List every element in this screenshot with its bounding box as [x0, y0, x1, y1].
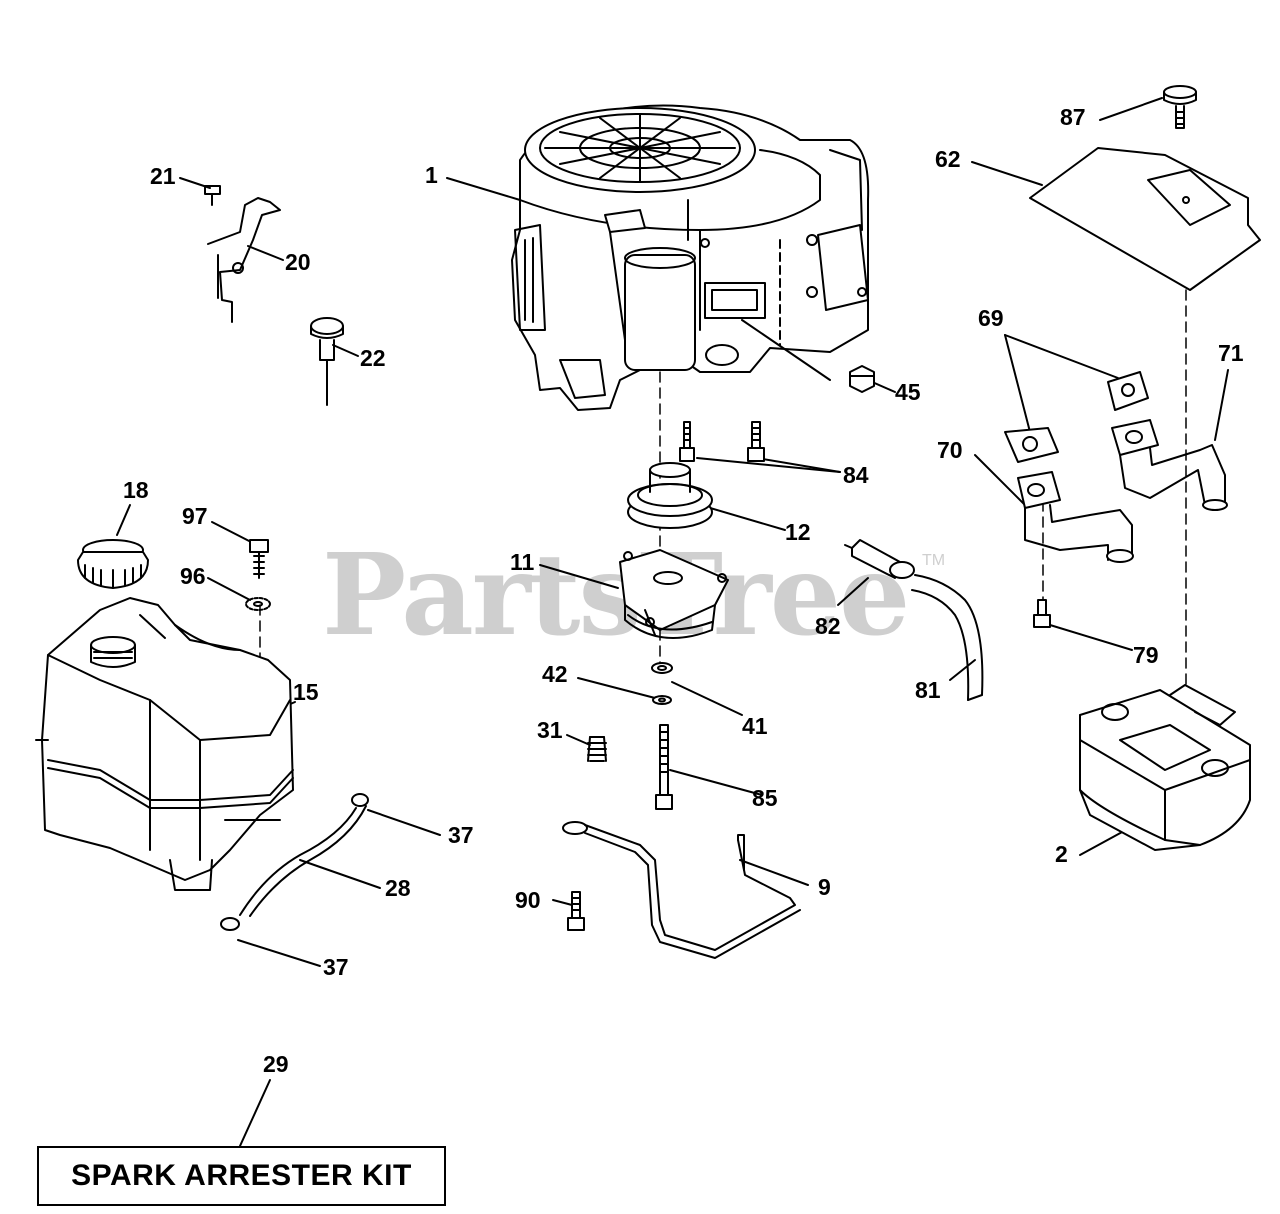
- watermark: PartsTree: [322, 530, 910, 661]
- washer-icon: [651, 662, 673, 705]
- choke-knob-icon: [310, 317, 344, 406]
- bolt-icon: [655, 724, 673, 810]
- callout-85: 85: [752, 785, 778, 811]
- callout-2: 2: [1055, 841, 1068, 867]
- fuel-filter-icon: [844, 539, 915, 579]
- callout-90: 90: [515, 887, 541, 913]
- rod-icon: [562, 821, 801, 959]
- callout-97: 97: [182, 503, 208, 529]
- callout-82: 82: [815, 613, 841, 639]
- callout-31: 31: [537, 717, 563, 743]
- exhaust-pipe-icon: [1017, 419, 1228, 563]
- gasket-icon: [1004, 371, 1149, 463]
- spring-icon: [587, 736, 607, 762]
- callout-21: 21: [150, 163, 176, 189]
- callout-28: 28: [385, 875, 411, 901]
- engine-icon: [511, 104, 870, 411]
- callout-11: 11: [510, 549, 535, 575]
- callout-37-bottom: 37: [323, 954, 349, 980]
- washer-icon: [245, 597, 271, 611]
- callout-12: 12: [785, 519, 811, 545]
- callout-20: 20: [285, 249, 311, 275]
- callout-29: 29: [263, 1051, 289, 1077]
- callout-62: 62: [935, 146, 961, 172]
- callout-9: 9: [818, 874, 831, 900]
- callout-15: 15: [293, 679, 319, 705]
- pulley-icon: [627, 462, 713, 529]
- fuel-cap-icon: [77, 539, 149, 589]
- bolt-icon: [679, 421, 765, 462]
- callout-79: 79: [1133, 642, 1159, 668]
- callout-37-top: 37: [448, 822, 474, 848]
- spark-arrester-kit-label: SPARK ARRESTER KIT: [71, 1159, 412, 1192]
- callout-69: 69: [978, 305, 1004, 331]
- muffler-icon: [1079, 684, 1251, 851]
- nut-icon: [849, 365, 875, 393]
- fuel-tank-icon: [35, 597, 294, 891]
- bolt-icon: [567, 891, 585, 931]
- callout-81: 81: [915, 677, 941, 703]
- hose-icon: [911, 574, 984, 701]
- callout-70: 70: [937, 437, 963, 463]
- bolt-icon: [1033, 599, 1051, 628]
- callout-42: 42: [542, 661, 568, 687]
- callout-22: 22: [360, 345, 386, 371]
- callout-96: 96: [180, 563, 206, 589]
- bolt-icon: [249, 539, 269, 579]
- spark-arrester-kit-box: SPARK ARRESTER KIT: [37, 1146, 446, 1206]
- callout-87: 87: [1060, 104, 1086, 130]
- callout-71: 71: [1218, 340, 1244, 366]
- throttle-bracket-icon: [204, 185, 281, 323]
- watermark-tm: TM: [922, 552, 946, 569]
- callout-41: 41: [742, 713, 768, 739]
- heat-shield-icon: [1029, 147, 1261, 291]
- callout-45: 45: [895, 379, 921, 405]
- callout-1: 1: [425, 162, 438, 188]
- clutch-icon: [619, 549, 729, 639]
- callouts: 1 21 20 22 45 84 12 11 42 41 31 85 18 97…: [123, 104, 1244, 1077]
- callout-84: 84: [843, 462, 869, 488]
- fuel-line-icon: [220, 793, 369, 931]
- callout-18: 18: [123, 477, 149, 503]
- knob-icon: [1163, 85, 1197, 129]
